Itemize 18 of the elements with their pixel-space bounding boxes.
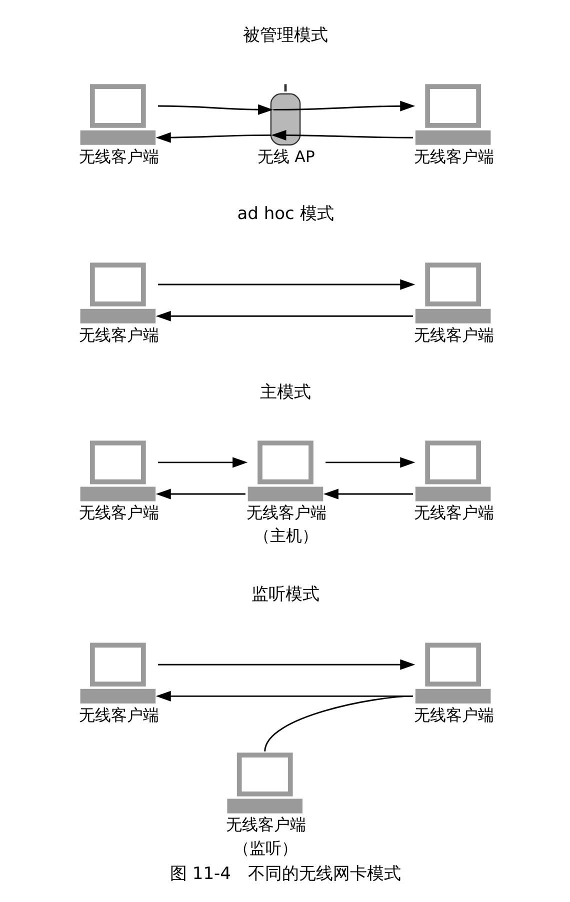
node-label: 无线客户端 <box>246 502 326 522</box>
node-label: （主机） <box>253 526 318 545</box>
node-label: 无线客户端 <box>414 146 494 166</box>
label: 被管理模式 <box>242 25 328 46</box>
caption: 图 11-4 不同的无线网卡模式 <box>170 864 400 884</box>
node-label: 无线客户端 <box>78 704 159 724</box>
node-label: 无线客户端 <box>78 502 159 522</box>
node-label: 无线客户端 <box>226 814 306 834</box>
node-label: 无线客户端 <box>414 324 494 344</box>
label: 监听模式 <box>251 584 319 604</box>
node-label: 无线客户端 <box>414 502 494 522</box>
node-label: 无线客户端 <box>78 146 159 166</box>
node-label: 无线 AP <box>257 146 314 166</box>
label: 主模式 <box>260 382 310 402</box>
node-label: （监听） <box>232 838 297 857</box>
label: ad hoc 模式 <box>236 204 334 224</box>
node-label: 无线客户端 <box>414 704 494 724</box>
node-label: 无线客户端 <box>78 324 159 344</box>
